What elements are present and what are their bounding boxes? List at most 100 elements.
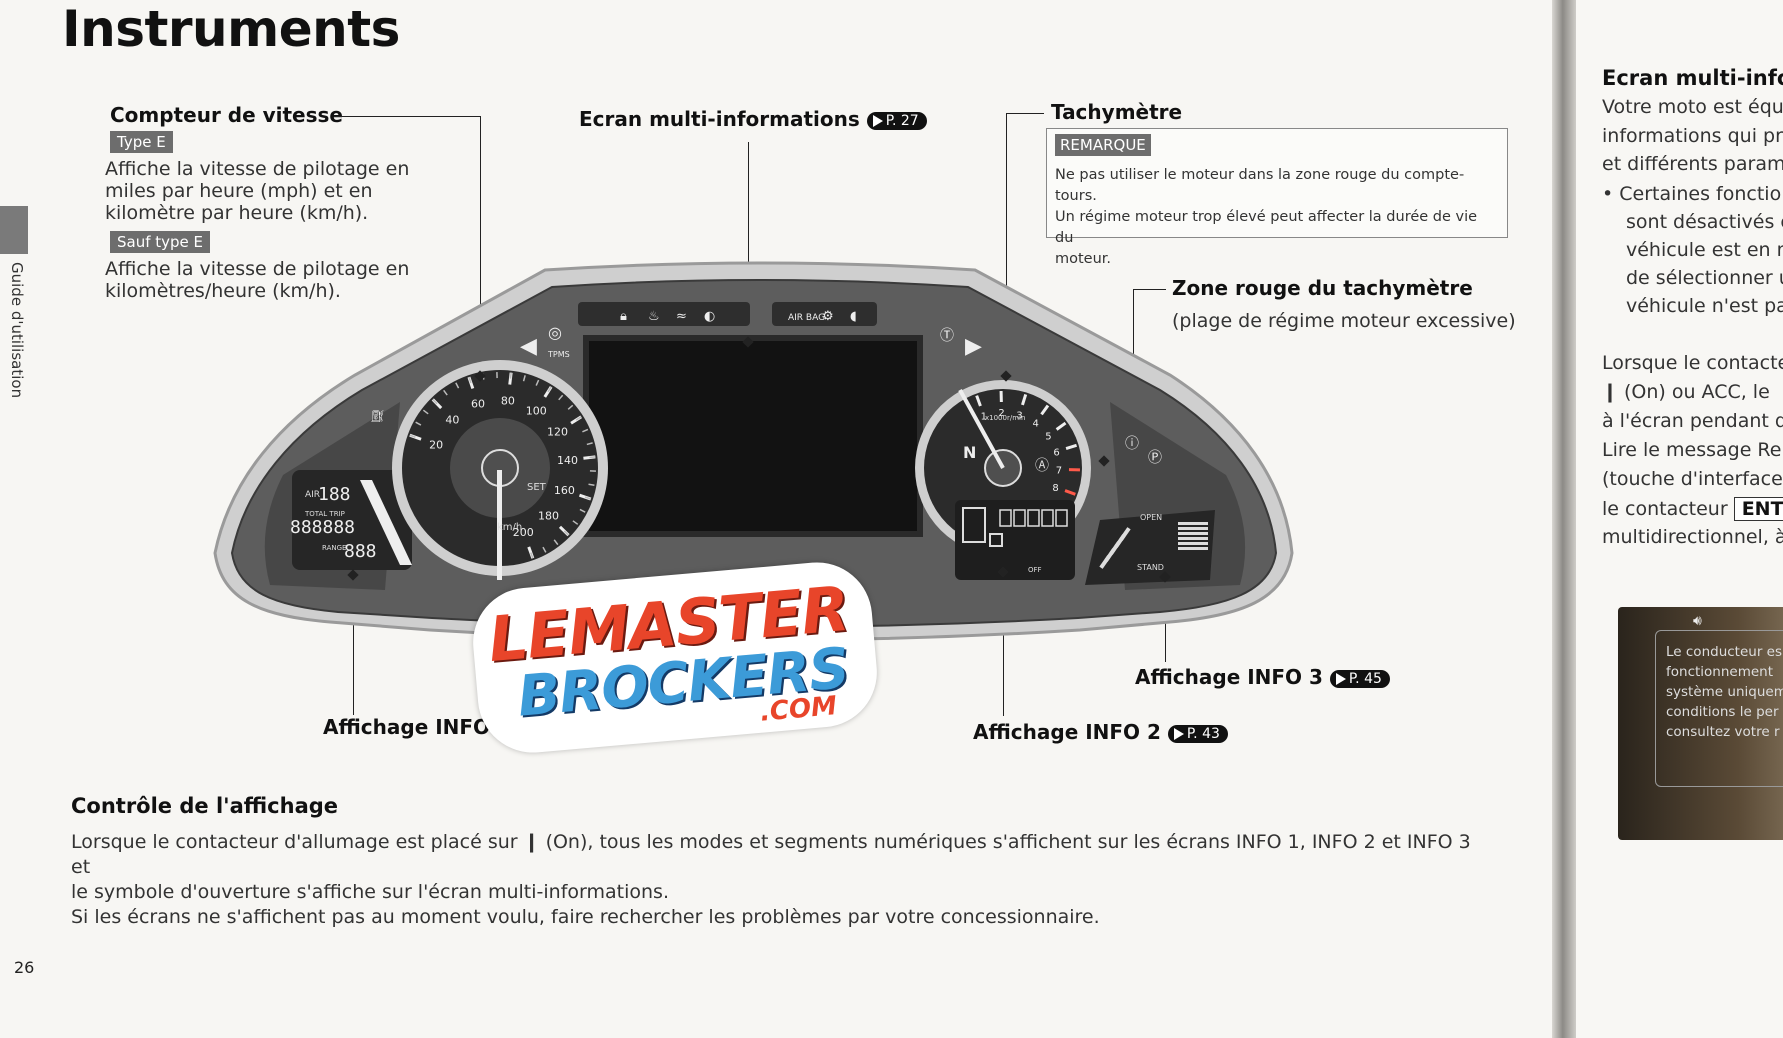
- speed-minor-tick: [415, 421, 422, 426]
- info3-bars: [1099, 522, 1208, 569]
- right-para-line: ❙ (On) ou ACC, le: [1602, 381, 1770, 403]
- speed-unit: km/h: [497, 522, 522, 533]
- text-line: conditions le per: [1666, 704, 1779, 720]
- speed-minor-tick: [588, 483, 595, 487]
- tach-tick-label: 1: [981, 411, 987, 422]
- speedometer-needle: [497, 470, 502, 580]
- right-line: Votre moto est équi: [1602, 96, 1783, 118]
- open-label: OPEN: [1140, 513, 1162, 522]
- tpms-icon: ◎: [548, 323, 562, 342]
- red-zone-subtitle: (plage de régime moteur excessive): [1172, 310, 1516, 332]
- speed-tick-label: 160: [554, 484, 575, 497]
- speed-tick-label: 100: [526, 404, 547, 417]
- right-box-frame: [1655, 630, 1783, 787]
- page-ref-badge[interactable]: P. 45: [1329, 669, 1390, 688]
- lcd-air-label: AIR: [305, 490, 320, 500]
- speed-minor-tick: [572, 520, 579, 525]
- speed-minor-tick: [553, 539, 559, 546]
- except-type-e-tag: Sauf type E: [110, 231, 211, 253]
- text-line: Lorsque le contacteur d'allumage est pla…: [71, 831, 1471, 878]
- traction-icon: Ⓣ: [940, 328, 954, 344]
- right-para-line: Lire le message Rem: [1602, 439, 1783, 461]
- text-line: le symbole d'ouverture s'affiche sur l'é…: [71, 881, 669, 903]
- left-turn-icon: ◀: [520, 334, 537, 359]
- stand-label: STAND: [1137, 563, 1164, 572]
- lcd-digit-block: [1013, 509, 1026, 527]
- right-para-text: le contacteur: [1602, 498, 1728, 520]
- speed-minor-tick: [584, 496, 592, 500]
- tach-unit: x1000r/min: [985, 414, 1025, 422]
- text-line: fonctionnement: [1666, 664, 1774, 680]
- tach-tick-label: 2: [998, 408, 1004, 419]
- lcd-digit-block: [999, 509, 1012, 527]
- tach-tick-mark: [1065, 443, 1078, 450]
- info2-segments: [962, 507, 1068, 547]
- page-ref-text: P. 43: [1186, 725, 1220, 742]
- fuel-gauge-bar: [360, 480, 412, 565]
- parking-icon: Ⓟ: [1148, 450, 1162, 466]
- type-e-tag: Type E: [110, 131, 173, 153]
- arrow-right-icon: [872, 114, 883, 127]
- text-line: kilomètres/heure (km/h).: [105, 280, 341, 302]
- info3-title: Affichage INFO 3: [1135, 665, 1323, 689]
- section-label: Guide d'utilisation: [8, 262, 26, 399]
- right-bullet-line: de sélectionner u: [1626, 267, 1783, 289]
- lock-icon: 🔒︎: [620, 309, 627, 324]
- multi-info-title: Ecran multi-informations: [579, 107, 860, 131]
- warning-icon: ⓘ: [1125, 436, 1139, 452]
- instrument-cluster: 🔒︎ ♨ ≈ ◐ AIR BAG ⚙ ◖ AIR 188 TOTAL TRIP …: [213, 261, 1294, 642]
- info1-display: [292, 470, 412, 570]
- info3-level-bar: [1119, 527, 1131, 541]
- marker-dot: [1000, 370, 1012, 382]
- speed-minor-tick: [443, 389, 448, 396]
- book-gutter: [1552, 0, 1576, 1038]
- speed-tick-label: 120: [547, 426, 568, 439]
- marker-dot: [1159, 571, 1171, 583]
- speed-minor-tick: [422, 409, 429, 415]
- marker-dot: [997, 566, 1009, 578]
- speedometer-except-text: Affiche la vitesse de pilotage en kilomè…: [105, 258, 409, 302]
- text-line: miles par heure (mph) et en: [105, 180, 373, 202]
- right-bullet-line: • Certaines fonctio: [1602, 183, 1782, 205]
- speedometer-type-e-text: Affiche la vitesse de pilotage en miles …: [105, 158, 409, 224]
- info3-bar: [1178, 547, 1208, 550]
- tpms-label: TPMS: [547, 350, 570, 359]
- lcd-odometer-value: 888888: [290, 517, 355, 538]
- page-ref-badge[interactable]: P. 43: [1167, 724, 1228, 743]
- display-control-heading: Contrôle de l'affichage: [71, 794, 339, 818]
- marker-dot: [1098, 455, 1110, 467]
- lcd-digit-block: [1041, 509, 1054, 527]
- speed-tick-label: 180: [538, 510, 559, 523]
- speed-minor-tick: [563, 530, 570, 536]
- tach-tick-label: 7: [1056, 465, 1062, 476]
- a-mode-icon: Ⓐ: [1035, 458, 1049, 474]
- tachometer-needle: [958, 389, 1005, 469]
- marker-dot: [347, 569, 359, 581]
- right-box-text: Le conducteur es fonctionnement système …: [1666, 642, 1783, 742]
- type-e-tag-wrap: Type E: [110, 131, 173, 153]
- text-line: kilomètre par heure (km/h).: [105, 202, 369, 224]
- speed-minor-tick: [468, 376, 472, 384]
- text-line: Si les écrans ne s'affichent pas au mome…: [71, 906, 1100, 928]
- speed-minor-tick: [530, 552, 534, 559]
- watermark-logo: LEMASTER BROCKERS .COM: [468, 557, 882, 758]
- page-ref-badge[interactable]: P. 27: [866, 111, 927, 130]
- text-line: Affiche la vitesse de pilotage en: [105, 158, 410, 180]
- leader-line: [1006, 113, 1044, 114]
- speed-minor-tick: [542, 546, 547, 553]
- multi-info-label: Ecran multi-informations P. 27: [579, 107, 927, 131]
- lcd-range-value: 888: [344, 541, 377, 562]
- page-ref-text: P. 45: [1348, 670, 1382, 687]
- info2-label: Affichage INFO 2 P. 43: [973, 720, 1228, 744]
- remark-box: REMARQUE Ne pas utiliser le moteur dans …: [1046, 128, 1508, 267]
- speed-tick-label: 80: [501, 394, 515, 407]
- speed-minor-tick: [432, 398, 438, 405]
- tach-tick-label: 3: [1016, 410, 1022, 421]
- tach-tick-mark: [975, 395, 982, 407]
- speed-minor-tick: [535, 379, 540, 386]
- right-page: Ecran multi-info Votre moto est équi inf…: [1576, 0, 1783, 1038]
- remark-text: Ne pas utiliser le moteur dans la zone r…: [1055, 165, 1500, 270]
- leader-line: [1006, 113, 1007, 378]
